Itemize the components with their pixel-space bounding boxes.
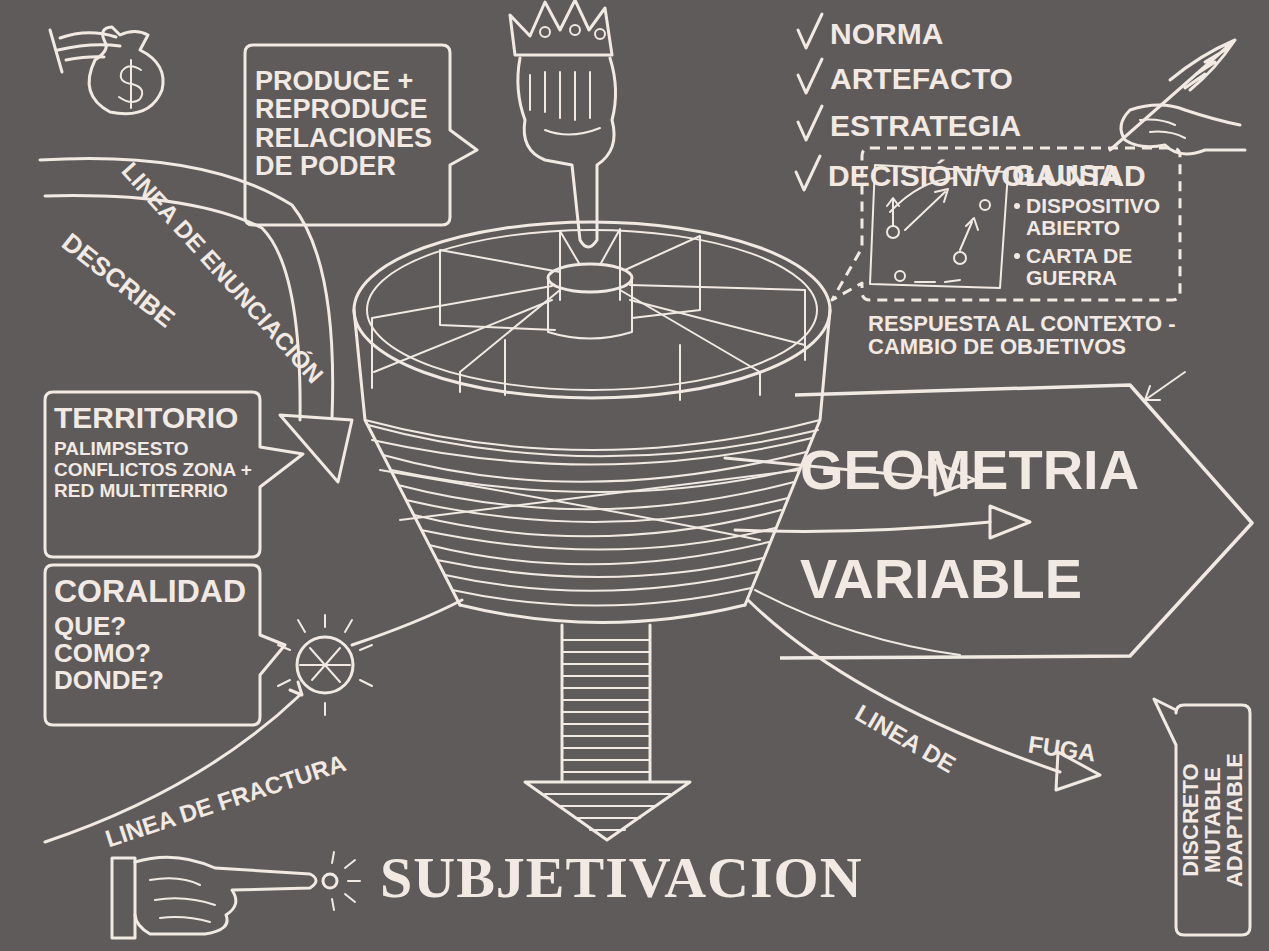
outline-path — [780, 385, 1252, 658]
bubble-text: PALIMPSESTO CONFLICTOS ZONA + RED MULTIT… — [54, 438, 252, 502]
outline-path — [245, 45, 477, 225]
rotated-text-holder: DISCRETO MUTABLE ADAPTABLE — [1176, 705, 1250, 935]
text-run: PRODUCE + REPRODUCE RELACIONES DE PODER — [255, 66, 432, 181]
note-label: DESCRIBE — [57, 228, 180, 332]
text-run: DISCRETO MUTABLE ADAPTABLE — [1178, 753, 1247, 887]
line-label: LINEA DE — [851, 699, 960, 776]
text-run: CORALIDAD — [54, 573, 246, 609]
money-bag-hand — [50, 27, 163, 114]
arrow-shape: GEOMETRIA VARIABLE — [780, 385, 1252, 660]
text-run: GEOMETRIA VARIABLE — [800, 438, 1137, 610]
text-run: DISPOSITIVO ABIERTO — [1026, 194, 1160, 239]
arrow-text: GEOMETRIA VARIABLE — [800, 415, 1160, 633]
line-label: FUGA — [1027, 731, 1098, 765]
bullet-dot — [1014, 203, 1020, 209]
text-run: CARTA DE GUERRA — [1026, 244, 1132, 289]
text-run: PALIMPSESTO CONFLICTOS ZONA + RED MULTIT… — [54, 438, 252, 502]
pressing-hand — [112, 852, 360, 938]
text-run: QUE? COMO? DONDE? — [54, 611, 164, 696]
text-run: TERRITORIO — [54, 401, 238, 434]
bullet-item: CARTA DE GUERRA — [1012, 245, 1174, 289]
vertical-bubble: DISCRETO MUTABLE ADAPTABLE — [1176, 705, 1250, 935]
escape-line — [748, 590, 1100, 790]
big-title-word: SUBJETIVACION — [380, 848, 863, 909]
bullet-dot — [1014, 253, 1020, 259]
arrow-outline — [780, 385, 1252, 660]
line-label: LINEA DE FRACTURA — [102, 749, 349, 851]
outline-path — [45, 392, 303, 557]
speech-bubble: TERRITORIO PALIMPSESTO CONFLICTOS ZONA + … — [45, 392, 260, 557]
bubble-heading: CORALIDAD — [54, 575, 252, 609]
check-item: ARTEFACTO — [830, 63, 1013, 95]
bullet-item: DISPOSITIVO ABIERTO — [1012, 195, 1174, 239]
question-list: QUE? COMO? DONDE? — [54, 613, 179, 695]
check-marks — [796, 14, 822, 190]
note-label: RESPUESTA AL CONTEXTO -CAMBIO DE OBJETIV… — [868, 312, 1248, 358]
down-arrow — [525, 625, 690, 840]
crowned-pointing-hand — [510, 0, 616, 247]
bubble-text: PRODUCE + REPRODUCE RELACIONES DE PODER — [255, 67, 442, 180]
check-item: ESTRATEGIA — [830, 110, 1021, 142]
bubble-heading: TERRITORIO — [54, 402, 252, 434]
line-label: LINEA DE ENUNCIACIÓN — [117, 157, 328, 387]
speech-bubble: PRODUCE + REPRODUCE RELACIONES DE PODER — [245, 45, 450, 225]
outline-path — [45, 565, 285, 725]
fracture-line — [45, 600, 462, 842]
check-item: NORMA — [830, 18, 943, 50]
enunciation-arrow — [40, 158, 352, 482]
writing-hand — [1110, 40, 1245, 154]
vertical-text: DISCRETO MUTABLE ADAPTABLE — [1180, 715, 1246, 925]
check-item: DECISIÓN/VOLUNTAD — [828, 160, 1146, 192]
outline-path — [1154, 699, 1250, 935]
funnel-drum — [354, 222, 830, 623]
speech-bubble: CORALIDADQUE? COMO? DONDE? — [45, 565, 260, 725]
rope-wrapping — [368, 425, 818, 606]
